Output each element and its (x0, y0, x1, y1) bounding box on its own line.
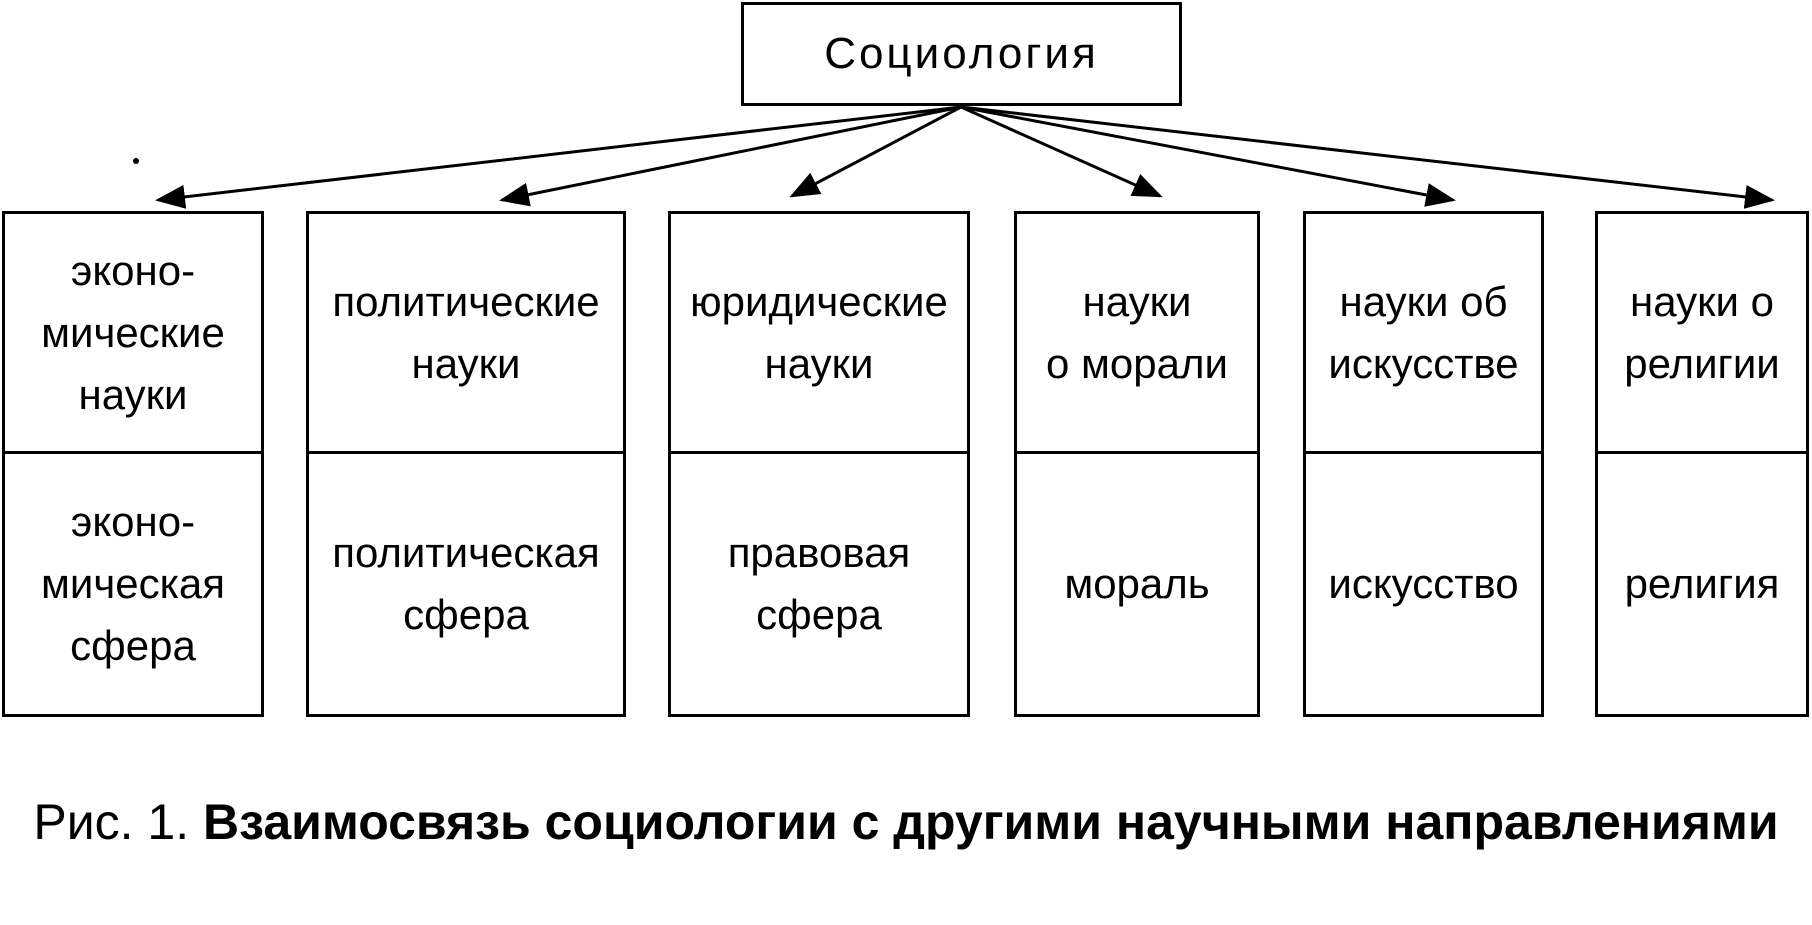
arrow-to-legal (789, 105, 962, 198)
arrow-to-art (960, 105, 1456, 207)
stray-dot-mark (133, 158, 139, 164)
caption-prefix: Рис. 1. (33, 794, 190, 850)
religion-sphere-cell: религия (1624, 560, 1780, 607)
political-sphere-cell: политическая сфера (332, 529, 600, 638)
moral-sciences-cell: науки о морали (1017, 214, 1257, 454)
arrow-to-religion (960, 105, 1775, 209)
column-legal: юридические науки правовая сфера (668, 211, 970, 717)
figure-caption: Рис. 1. Взаимосвязь социологии с другими… (0, 786, 1812, 858)
legal-sphere-cell: правовая сфера (727, 529, 911, 638)
art-sciences-cell: науки об искусстве (1306, 214, 1541, 454)
root-label: Социология (824, 29, 1099, 78)
column-art: науки об искусстве искусство (1303, 211, 1544, 717)
legal-sciences-cell: юридические науки (671, 214, 967, 454)
political-sciences-cell: политические науки (309, 214, 623, 454)
column-economic: эконо- мические науки эконо- мическая сф… (2, 211, 264, 717)
religion-sciences-cell: науки о религии (1598, 214, 1806, 454)
caption-title: Взаимосвязь социологии с другими научным… (203, 794, 1779, 850)
arrow-to-political (499, 105, 962, 207)
economic-sciences-cell: эконо- мические науки (5, 214, 261, 454)
column-political: политические науки политическая сфера (306, 211, 626, 717)
moral-sphere-cell: мораль (1064, 560, 1210, 607)
sociology-root-box: Социология (741, 2, 1182, 106)
arrow-to-economic (155, 105, 962, 209)
economic-sphere-cell: эконо- мическая сфера (41, 498, 225, 669)
art-sphere-cell: искусство (1328, 560, 1519, 607)
column-moral: науки о морали мораль (1014, 211, 1260, 717)
column-religion: науки о религии религия (1595, 211, 1809, 717)
arrow-to-moral (960, 105, 1163, 198)
